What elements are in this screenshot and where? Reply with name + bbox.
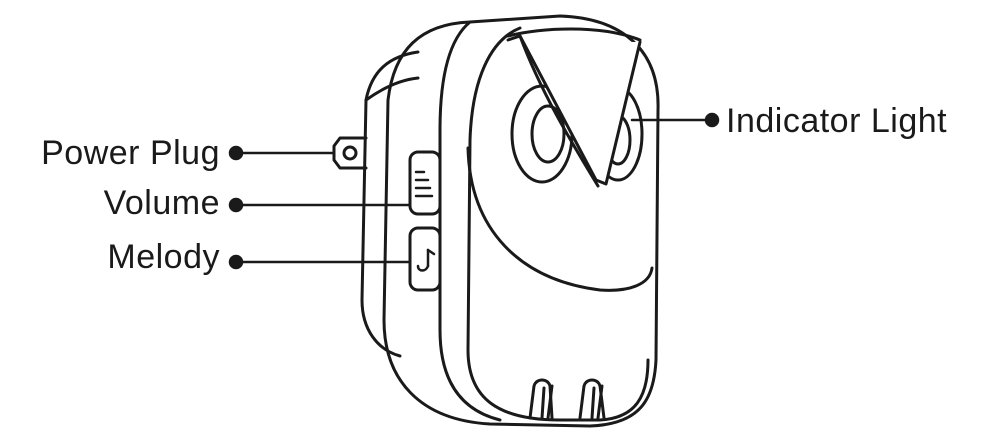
owl-eye-left-inner	[530, 104, 566, 164]
leader-volume	[228, 197, 412, 213]
power-plug-label: Power Plug	[41, 134, 220, 172]
owl-head-top	[506, 27, 642, 42]
indicator-light-label: Indicator Light	[726, 102, 948, 140]
melody-button[interactable]	[408, 226, 442, 292]
melody-label: Melody	[107, 238, 220, 276]
owl-head	[466, 146, 654, 292]
device-front-face	[466, 26, 650, 422]
volume-lines-icon	[414, 170, 434, 198]
leader-power	[228, 145, 336, 161]
owl-feet-right	[578, 378, 606, 420]
device-body-outer	[382, 14, 660, 428]
leader-indicator	[630, 112, 720, 128]
volume-label: Volume	[103, 184, 220, 222]
music-note-icon	[416, 248, 436, 272]
owl-beak	[518, 34, 600, 188]
leader-melody	[228, 254, 412, 270]
volume-button[interactable]	[408, 150, 442, 216]
device-side-edge	[438, 20, 502, 422]
owl-feet-left	[528, 378, 554, 420]
power-plug-hole	[342, 145, 358, 161]
power-plug-prong	[332, 136, 368, 170]
